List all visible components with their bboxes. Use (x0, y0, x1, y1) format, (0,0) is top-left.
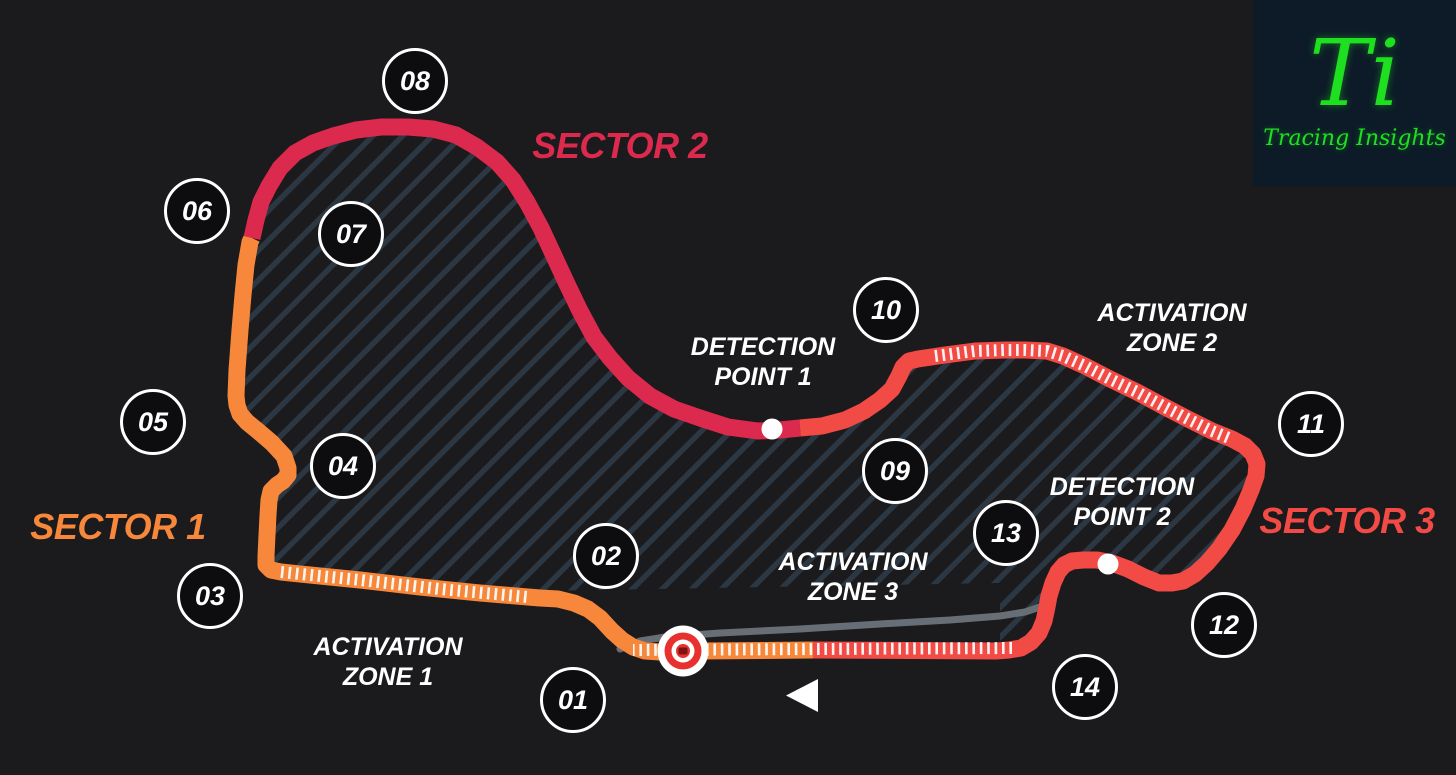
detection-point-1-dot (761, 418, 783, 440)
detection-point-2-label: DETECTION POINT 2 (1050, 472, 1194, 532)
turn-marker-02: 02 (573, 523, 639, 589)
turn-marker-11: 11 (1278, 391, 1344, 457)
drs-zone-1-ticks (280, 566, 529, 603)
turn-marker-14: 14 (1052, 654, 1118, 720)
detection-point-1-label: DETECTION POINT 1 (691, 332, 835, 392)
turn-marker-01: 01 (540, 667, 606, 733)
turn-marker-05: 05 (120, 389, 186, 455)
turn-number: 05 (137, 406, 169, 437)
activation-zone-1-line2: ZONE 1 (342, 663, 434, 691)
turn-number: 04 (327, 450, 359, 481)
turn-number: 08 (399, 65, 431, 96)
turn-number: 14 (1069, 671, 1101, 702)
start-finish-marker (657, 625, 709, 677)
sector-3-label: SECTOR 3 (1259, 500, 1435, 541)
turn-number: 02 (590, 540, 622, 571)
activation-zone-3-label: ACTIVATION ZONE 3 (778, 547, 927, 607)
activation-zone-2-line1: ACTIVATION (1097, 299, 1247, 327)
turn-marker-09: 09 (862, 438, 928, 504)
turn-number: 01 (557, 684, 589, 715)
sector-1-label: SECTOR 1 (30, 506, 206, 547)
turn-marker-06: 06 (164, 178, 230, 244)
infield-plain-area (545, 583, 1000, 651)
sector-1-track (227, 233, 814, 661)
turn-number: 07 (335, 218, 367, 249)
detection-point-1-line1: DETECTION (690, 333, 836, 361)
turn-number: 13 (990, 517, 1022, 548)
detection-point-2-line1: DETECTION (1049, 473, 1195, 501)
turn-number: 11 (1296, 408, 1326, 439)
logo-name: Tracing Insights (1263, 125, 1446, 151)
turn-marker-10: 10 (853, 277, 919, 343)
turn-marker-04: 04 (310, 433, 376, 499)
activation-zone-1-label: ACTIVATION ZONE 1 (313, 632, 462, 692)
activation-zone-2-label: ACTIVATION ZONE 2 (1097, 298, 1246, 358)
turn-number: 12 (1208, 609, 1240, 640)
activation-zone-2-line2: ZONE 2 (1126, 329, 1218, 357)
tracing-insights-logo: Ti Tracing Insights (1253, 0, 1456, 186)
turn-marker-12: 12 (1191, 592, 1257, 658)
sector-3-track (799, 341, 1266, 660)
activation-zone-3-line2: ZONE 3 (807, 578, 899, 606)
detection-point-2-line2: POINT 2 (1073, 503, 1171, 531)
race-direction-arrow-icon (786, 679, 818, 712)
logo-monogram: Ti (1309, 19, 1400, 127)
turn-marker-08: 08 (382, 48, 448, 114)
sector-2-label: SECTOR 2 (532, 125, 708, 166)
turn-number: 06 (181, 195, 213, 226)
turn-marker-03: 03 (177, 563, 243, 629)
turn-marker-13: 13 (973, 500, 1039, 566)
turn-marker-07: 07 (318, 201, 384, 267)
activation-zone-3-line1: ACTIVATION (778, 548, 928, 576)
activation-zone-1-line1: ACTIVATION (313, 633, 463, 661)
detection-point-1-line2: POINT 1 (714, 363, 812, 391)
detection-point-2-dot (1097, 553, 1119, 575)
turn-number: 03 (194, 580, 226, 611)
turn-number: 10 (870, 294, 902, 325)
turn-number: 09 (879, 455, 911, 486)
sector-2-track (243, 118, 801, 440)
